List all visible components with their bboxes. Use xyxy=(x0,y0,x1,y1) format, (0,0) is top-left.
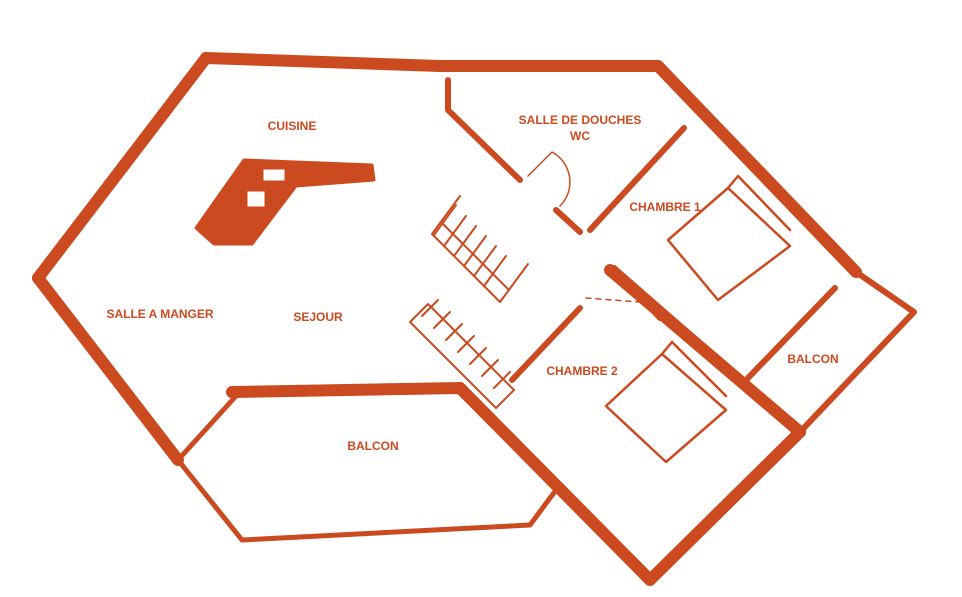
kitchen-counter xyxy=(194,158,376,246)
dashed-opening xyxy=(585,297,641,303)
bed-chambre-2 xyxy=(604,340,728,464)
room-label-wc: WC xyxy=(570,129,590,143)
room-label-balcon-right: BALCON xyxy=(787,352,839,366)
sink xyxy=(244,188,268,210)
staircase-lower xyxy=(409,299,515,409)
room-label-chambre-1: CHAMBRE 1 xyxy=(629,200,701,214)
staircase-upper xyxy=(431,195,529,303)
room-label-sejour: SEJOUR xyxy=(293,310,343,324)
wall-bath-bottom xyxy=(553,207,583,235)
wall-ch2-top xyxy=(509,305,583,383)
wall-right-upper xyxy=(652,60,862,278)
room-label-chambre-2: CHAMBRE 2 xyxy=(546,364,618,378)
bed-chambre-1 xyxy=(666,174,792,302)
room-label-balcon-bottom: BALCON xyxy=(347,439,399,453)
counter-outline xyxy=(194,158,376,246)
room-label-cuisine: CUISINE xyxy=(267,119,317,133)
wall-top-left xyxy=(32,52,212,284)
wall-bottom-right xyxy=(644,426,806,586)
wall-bath-left xyxy=(445,77,523,183)
room-label-salle-a-manger: SALLE A MANGER xyxy=(106,307,214,321)
wall-right-balcony xyxy=(797,269,917,435)
wall-balcony-top xyxy=(226,382,466,398)
door-swing-bathroom xyxy=(527,151,571,207)
wall-ch1-ch2 xyxy=(611,265,743,381)
balcony-bottom-left-rail xyxy=(175,393,239,463)
wall-left-lower xyxy=(32,272,184,466)
wall-balcony-sep xyxy=(745,285,838,381)
cooktop xyxy=(260,166,288,184)
interior-walls xyxy=(445,77,917,435)
balcony-bottom-outline xyxy=(175,393,559,543)
wall-top xyxy=(200,52,446,72)
wall-bath-right xyxy=(587,125,687,233)
wall-diagonal-mid xyxy=(454,382,656,586)
balcony-bottom-bottom-rail xyxy=(175,457,559,543)
room-label-salle-de-douches: SALLE DE DOUCHES xyxy=(518,113,642,127)
